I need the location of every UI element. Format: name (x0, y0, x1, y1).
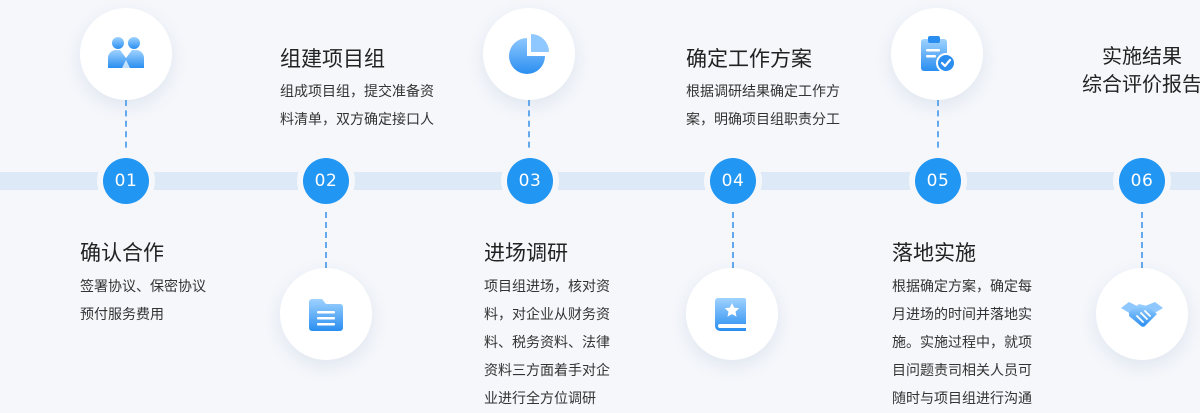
step-3-desc-line: 料、税务资料、法律 (484, 335, 610, 351)
step-1-desc-line: 签署协议、保密协议 (80, 279, 206, 295)
step-6-title-line: 实施结果 (1102, 44, 1182, 68)
timeline-track (0, 172, 1200, 190)
step-5-desc-line: 目问题责司相关人员可 (892, 363, 1032, 379)
step-2-desc-line: 料清单，双方确定接口人 (280, 112, 434, 128)
step-4-icon-circle (686, 268, 778, 360)
step-5-desc: 根据确定方案，确定每 月进场的时间并落地实 施。实施过程中，就项 目问题责司相关… (892, 273, 1062, 413)
step-3-desc-line: 料，对企业从财务资 (484, 307, 610, 323)
step-6-title-line: 综合评价报告 (1082, 72, 1200, 96)
step-3-desc-line: 项目组进场，核对资 (484, 279, 610, 295)
step-4-desc-line: 案，明确项目组职责分工 (686, 112, 840, 128)
step-2-desc: 组成项目组，提交准备资 料清单，双方确定接口人 (280, 78, 470, 134)
step-3-desc: 项目组进场，核对资 料，对企业从财务资 料、税务资料、法律 资料三方面着手对企 … (484, 273, 644, 413)
step-5-title: 落地实施 (892, 241, 976, 265)
step-2-desc-line: 组成项目组，提交准备资 (280, 84, 434, 100)
folder-icon (306, 294, 346, 334)
step-5-number: 05 (915, 158, 961, 204)
step-5-desc-line: 施。实施过程中，就项 (892, 335, 1032, 351)
step-4-number: 04 (710, 158, 756, 204)
step-5-desc-line: 随时与项目组进行沟通 (892, 391, 1032, 407)
step-5-desc-line: 根据确定方案，确定每 (892, 279, 1032, 295)
step-3-desc-line: 资料三方面着手对企 (484, 363, 610, 379)
pie-chart-icon (507, 32, 551, 76)
team-icon (106, 34, 146, 74)
step-6-number: 06 (1119, 158, 1165, 204)
step-6-icon-circle (1096, 268, 1188, 360)
step-2-number: 02 (303, 158, 349, 204)
book-star-icon (712, 294, 752, 334)
step-4-connector (732, 212, 734, 268)
step-3-desc-line: 业进行全方位调研 (484, 391, 596, 407)
step-2-title: 组建项目组 (280, 47, 385, 71)
step-1-icon-circle (80, 8, 172, 100)
step-3-number: 03 (507, 158, 553, 204)
step-1-number: 01 (103, 158, 149, 204)
step-5-desc-line: 月进场的时间并落地实 (892, 307, 1032, 323)
step-2-connector (325, 212, 327, 268)
step-1-connector (125, 100, 127, 158)
step-5-connector (937, 100, 939, 158)
step-4-title: 确定工作方案 (686, 47, 812, 71)
step-3-icon-circle (483, 8, 575, 100)
step-1-desc: 签署协议、保密协议 预付服务费用 (80, 273, 260, 329)
clipboard-check-icon (916, 33, 958, 75)
step-6-connector (1141, 212, 1143, 268)
step-4-desc: 根据调研结果确定工作方 案，明确项目组职责分工 (686, 78, 876, 134)
step-1-title: 确认合作 (80, 241, 164, 265)
step-5-icon-circle (891, 8, 983, 100)
handshake-icon (1119, 294, 1165, 334)
step-4-desc-line: 根据调研结果确定工作方 (686, 84, 840, 100)
step-3-title: 进场调研 (484, 241, 568, 265)
step-1-desc-line: 预付服务费用 (80, 307, 164, 323)
step-2-icon-circle (280, 268, 372, 360)
step-3-connector (528, 100, 530, 158)
step-6-title: 实施结果 综合评价报告 (1060, 42, 1200, 98)
